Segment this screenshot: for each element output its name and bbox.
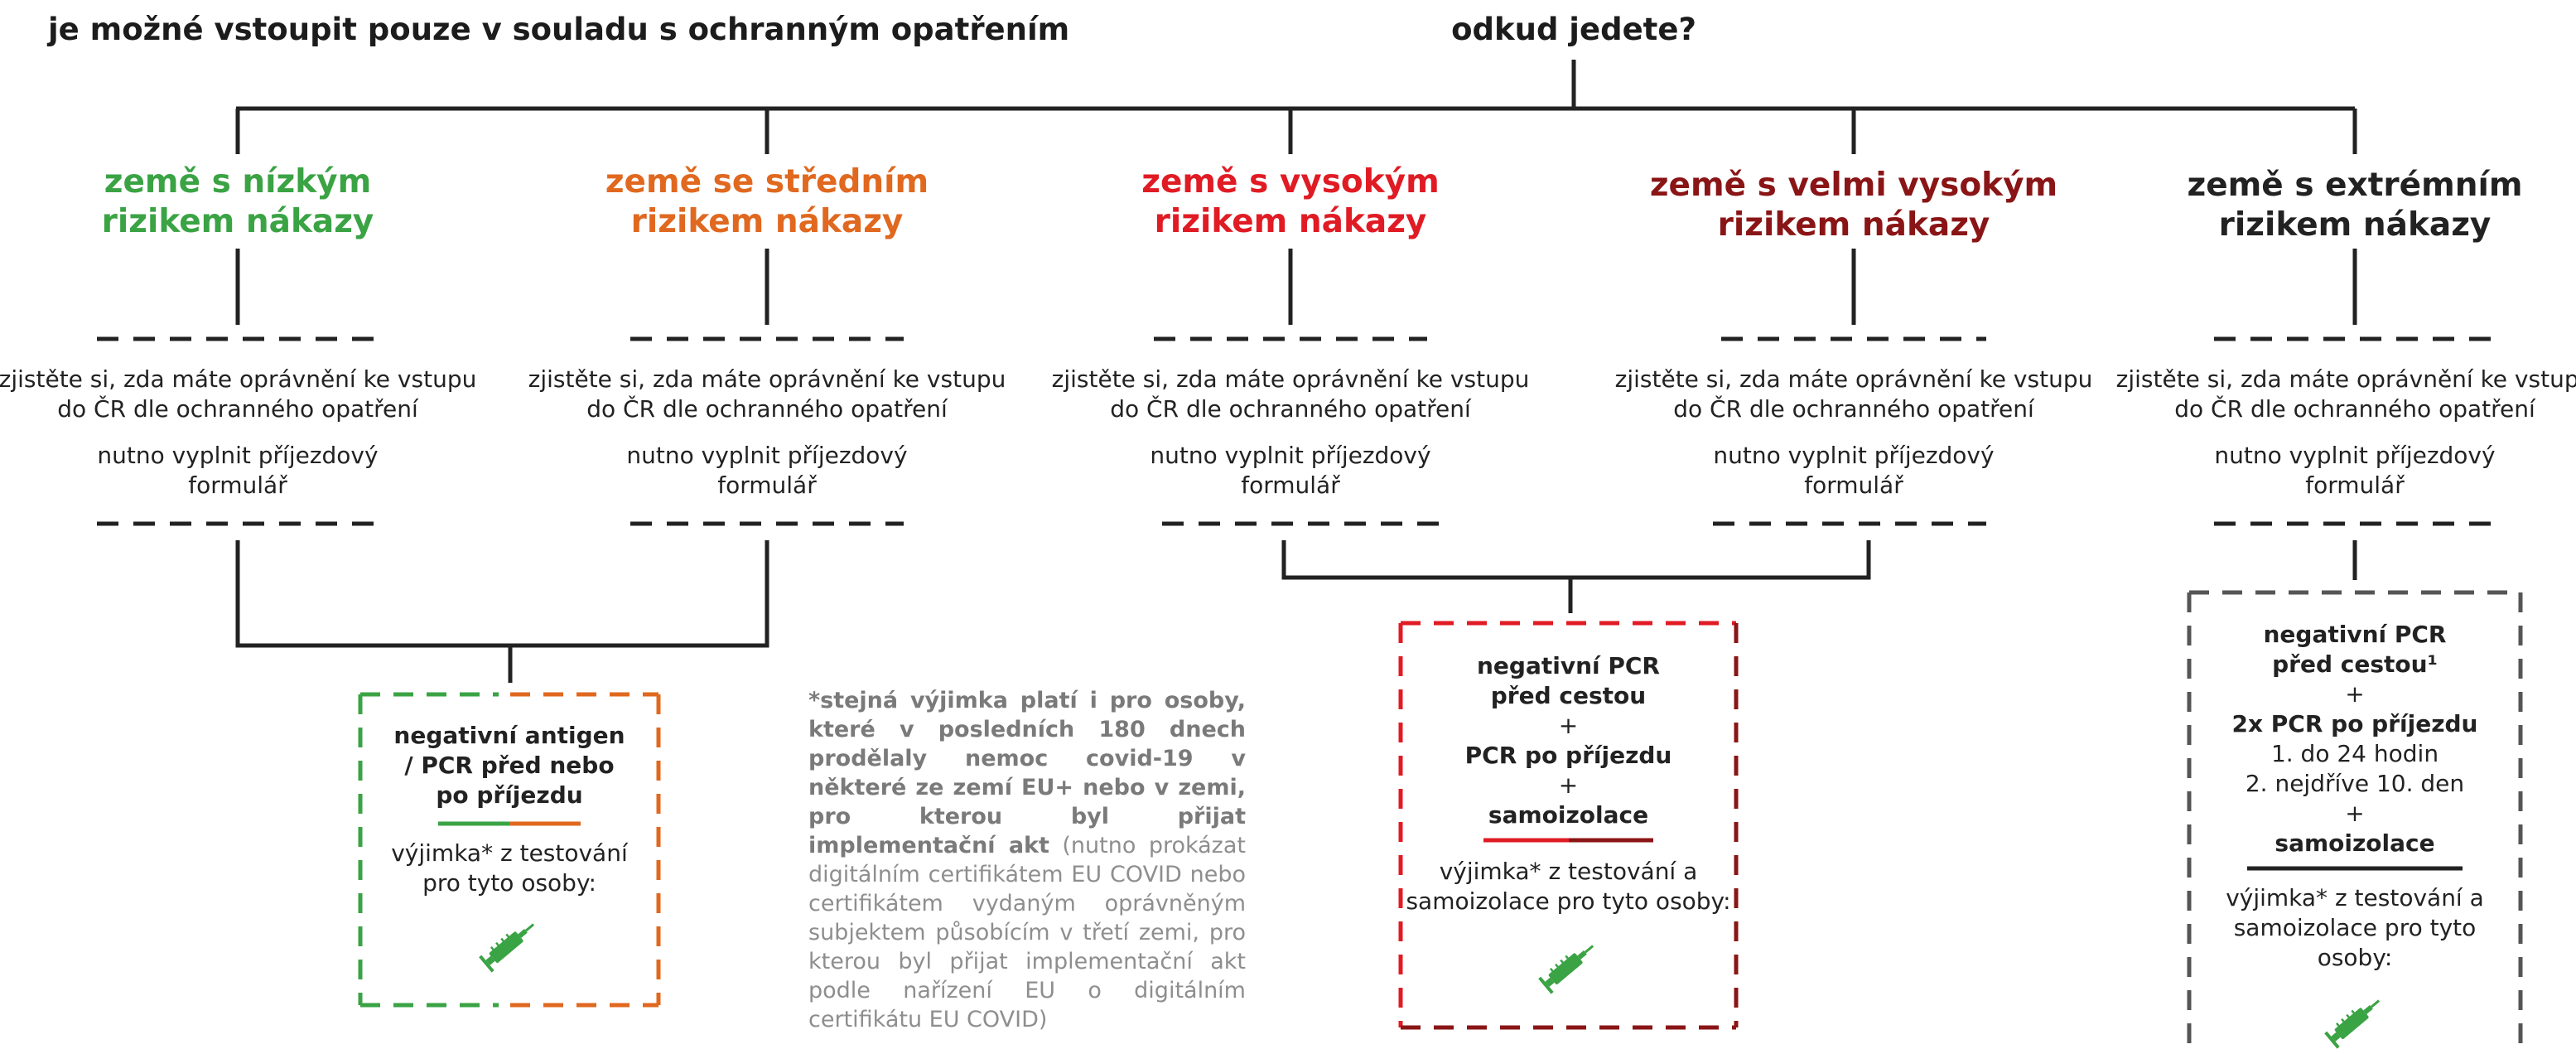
exemption-text: pro tyto osoby: [422, 869, 596, 897]
connector-merge-high-veryhigh [1281, 540, 1871, 580]
requirement-text: 2x PCR po příjezdu [2231, 710, 2478, 737]
requirement-text: samoizolace [2275, 829, 2435, 857]
separator [2247, 866, 2463, 871]
exemption-footnote: *stejná výjimka platí i pro osoby, které… [808, 688, 1246, 1032]
requirement-text: PCR po příjezdu [1464, 742, 1672, 769]
exemption-text: samoizolace pro tyto osoby: [2233, 914, 2477, 971]
page-title: je možné vstoupit pouze v souladu s ochr… [48, 12, 1070, 47]
plus-sign: + [1558, 771, 1579, 799]
two-color-separator [1483, 838, 1653, 843]
syringe-icon [2324, 999, 2381, 1049]
box-low-medium-border [358, 692, 661, 1008]
requirement-text: 1. do 24 hodin [2270, 740, 2439, 767]
exemption-text: výjimka* z testování [391, 839, 628, 867]
requirements-box-extreme: negativní PCR před cestou¹ + 2x PCR po p… [2193, 620, 2516, 1054]
requirements-box-low-medium: negativní antigen / PCR před nebo po pří… [364, 721, 654, 978]
info-block-extreme: zjistěte si, zda máte oprávnění ke vstup… [2115, 365, 2576, 499]
requirement-text: negativní antigen [393, 722, 625, 749]
info-block-high: zjistěte si, zda máte oprávnění ke vstup… [1051, 365, 1530, 499]
requirements-box-high: negativní PCR před cestou + PCR po příje… [1405, 651, 1732, 999]
requirement-text: / PCR před nebo [404, 752, 615, 779]
two-color-separator [438, 821, 581, 826]
syringe-icon [1537, 945, 1594, 994]
exemption-text: výjimka* z testování a [1439, 858, 1698, 885]
info-block-low: zjistěte si, zda máte oprávnění ke vstup… [0, 365, 477, 499]
box-high-border [1398, 621, 1739, 1030]
requirement-text: 2. nejdříve 10. den [2245, 770, 2465, 797]
box-extreme-border [2187, 590, 2523, 1052]
plus-sign: + [2345, 800, 2365, 827]
info-block-medium: zjistěte si, zda máte oprávnění ke vstup… [528, 365, 1006, 499]
connector-merge-low-medium [235, 540, 769, 648]
exemption-text: výjimka* z testování a [2226, 884, 2484, 911]
requirement-text: před cestou¹ [2272, 650, 2438, 678]
syringe-icon [479, 923, 535, 973]
requirement-text: před cestou [1490, 682, 1647, 709]
info-block-very-high: zjistěte si, zda máte oprávnění ke vstup… [1614, 365, 2093, 499]
requirement-text: negativní PCR [1476, 652, 1660, 679]
plus-sign: + [1558, 712, 1579, 739]
plus-sign: + [2345, 680, 2365, 708]
requirement-text: negativní PCR [2263, 621, 2447, 648]
requirement-text: samoizolace [1488, 801, 1649, 829]
exemption-text: samoizolace pro tyto osoby: [1406, 887, 1731, 915]
requirement-text: po příjezdu [436, 781, 583, 809]
